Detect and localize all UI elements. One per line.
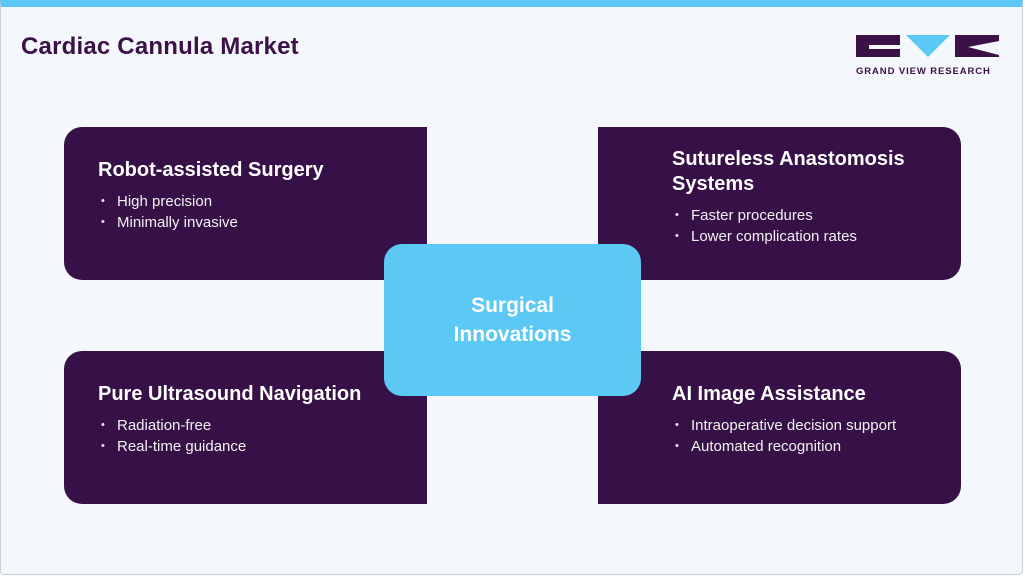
card-title: Sutureless Anastomosis Systems xyxy=(672,148,905,195)
bullet-item: Real-time guidance xyxy=(98,436,427,457)
bullet-item: Minimally invasive xyxy=(98,212,427,233)
card-sutureless-anastomosis: Sutureless Anastomosis Systems Faster pr… xyxy=(598,127,961,280)
center-label: Surgical Innovations xyxy=(453,294,572,346)
card-title: Pure Ultrasound Navigation xyxy=(98,383,362,405)
card-robot-assisted-surgery: Robot-assisted Surgery High precision Mi… xyxy=(64,127,427,280)
center-hub: Surgical Innovations xyxy=(384,244,641,396)
bullet-list: Intraoperative decision support Automate… xyxy=(672,415,961,457)
logo-wordmark: GRAND VIEW RESEARCH xyxy=(856,66,991,77)
bullet-item: Faster procedures xyxy=(672,205,961,226)
page-title: Cardiac Cannula Market xyxy=(21,33,299,60)
card-title: Robot-assisted Surgery xyxy=(98,159,324,181)
card-title: AI Image Assistance xyxy=(672,383,866,405)
bullet-item: Intraoperative decision support xyxy=(672,415,961,436)
bullet-list: Radiation-free Real-time guidance xyxy=(98,415,427,457)
grand-view-research-logo xyxy=(856,35,999,57)
bullet-item: High precision xyxy=(98,191,427,212)
bullet-list: Faster procedures Lower complication rat… xyxy=(672,205,961,247)
bullet-item: Lower complication rates xyxy=(672,226,961,247)
card-ai-image-assistance: AI Image Assistance Intraoperative decis… xyxy=(598,351,961,504)
card-pure-ultrasound-navigation: Pure Ultrasound Navigation Radiation-fre… xyxy=(64,351,427,504)
bullet-item: Radiation-free xyxy=(98,415,427,436)
bullet-list: High precision Minimally invasive xyxy=(98,191,427,233)
bullet-item: Automated recognition xyxy=(672,436,961,457)
